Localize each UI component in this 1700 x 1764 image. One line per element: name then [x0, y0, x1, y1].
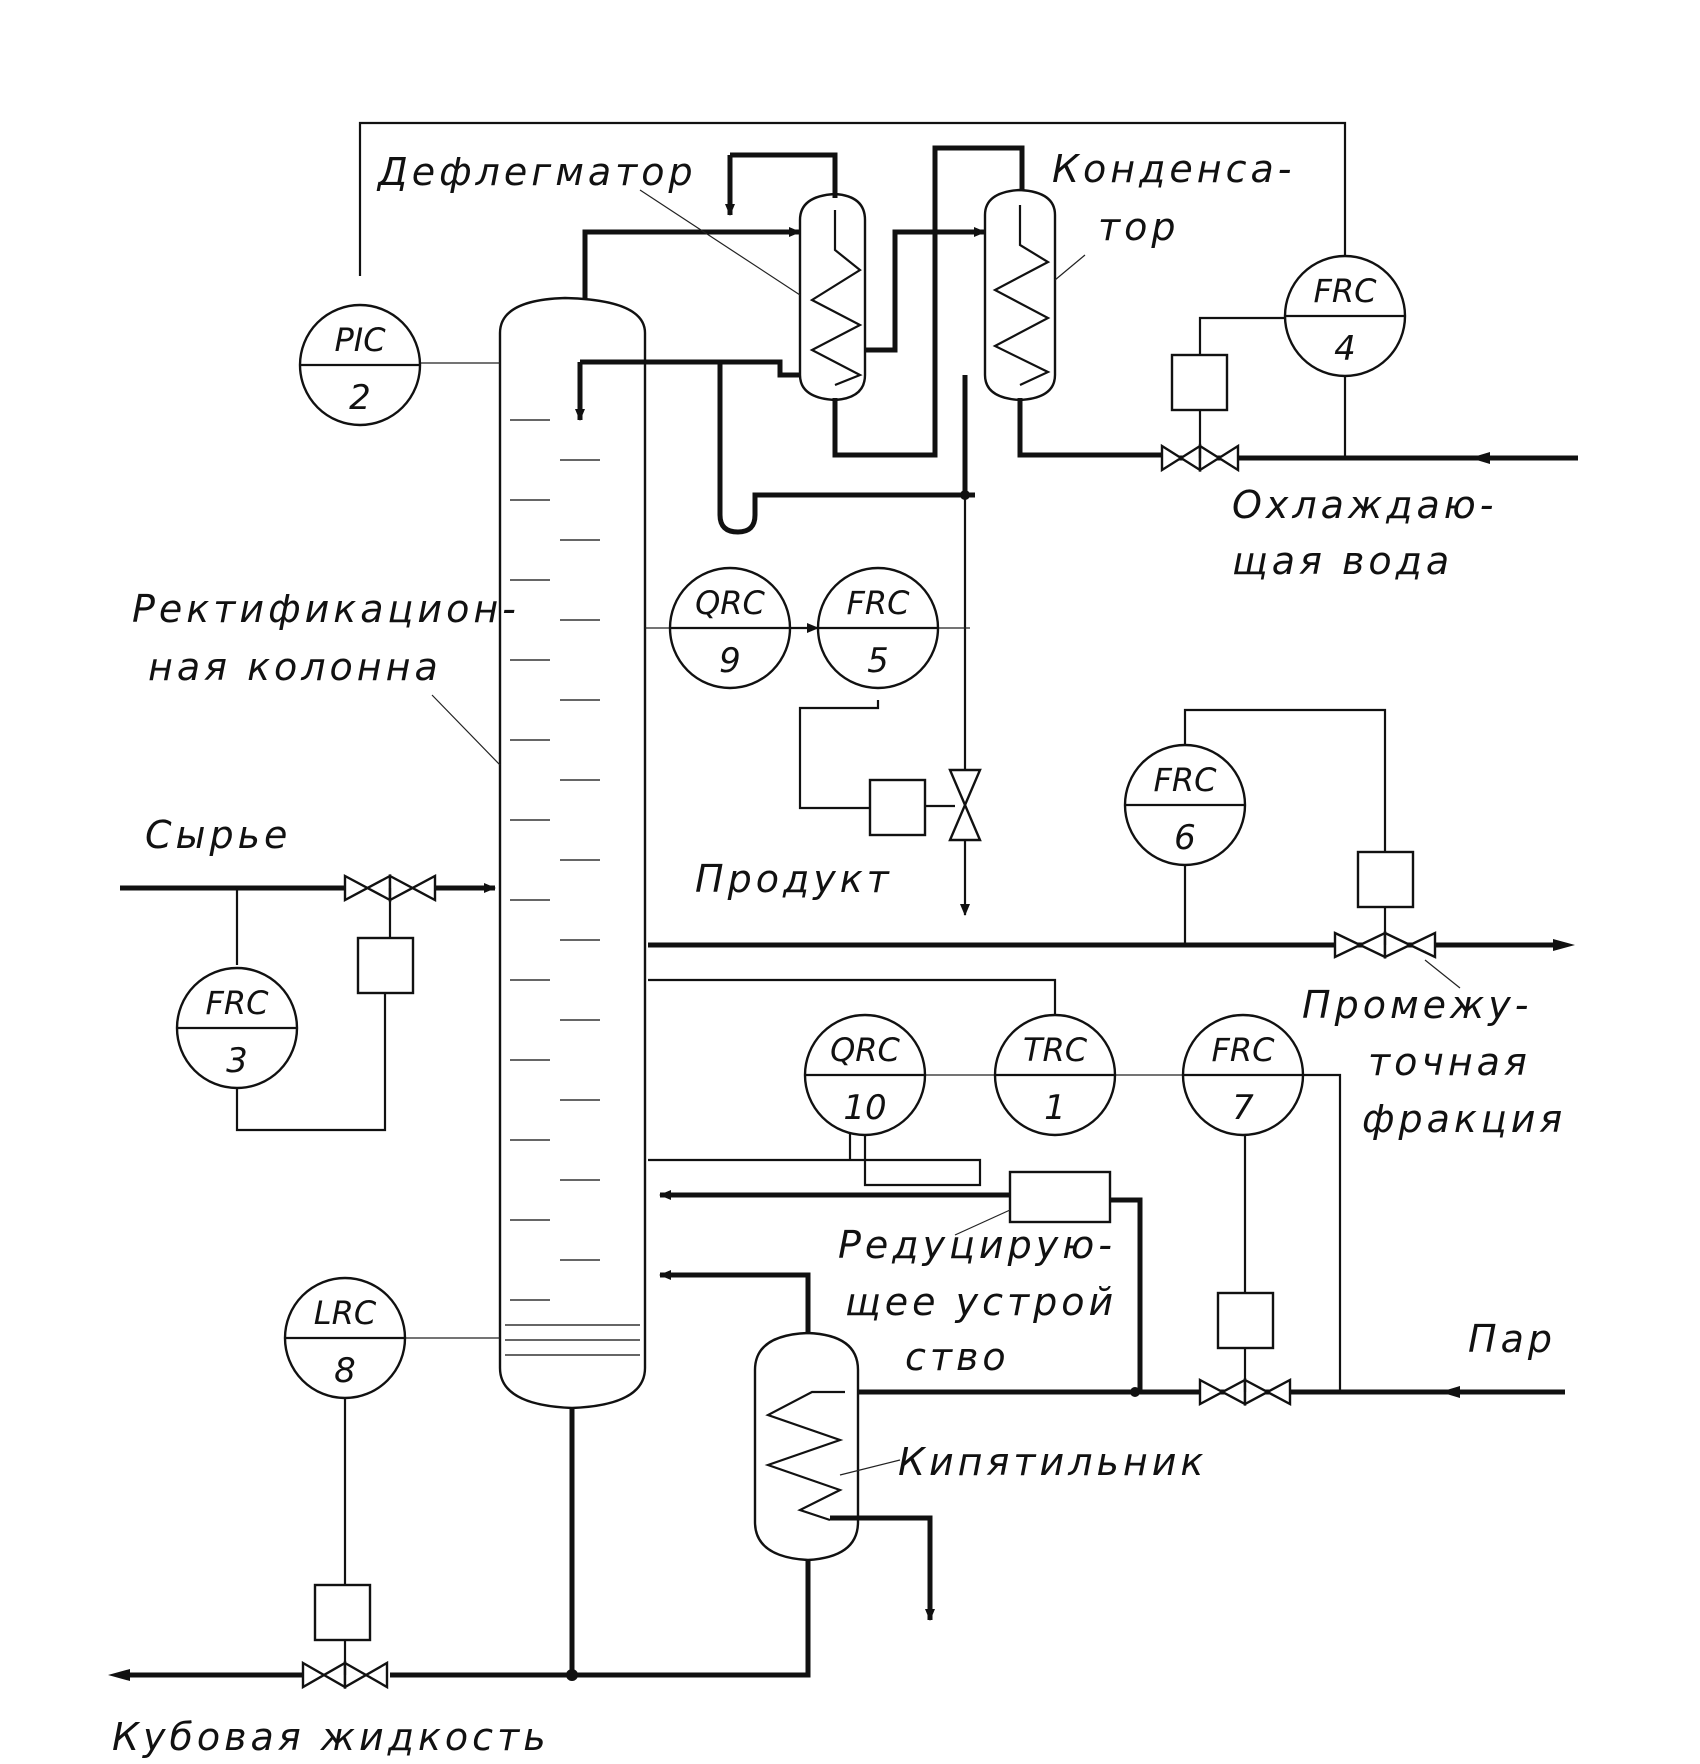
instrument-tag: FRC: [847, 584, 911, 622]
instrument-number: 10: [843, 1088, 886, 1128]
label-reboiler: Кипятильник: [898, 1440, 1207, 1484]
label-intermediate-2: точная: [1368, 1040, 1531, 1084]
instrument-tag: FRC: [1154, 761, 1218, 799]
label-reducer-2: щее устрой: [845, 1280, 1117, 1324]
label-steam: Пар: [1468, 1317, 1556, 1361]
feed-line: [120, 874, 496, 1132]
top-control-line: [358, 121, 1347, 276]
instrument-qrc-9: QRC 9: [668, 566, 792, 690]
label-bottoms: Кубовая жидкость: [112, 1715, 550, 1759]
instrument-frc-5: FRC 5: [816, 566, 940, 690]
instrument-pic-2: PIC 2: [298, 303, 422, 427]
steam-line: [845, 1130, 1565, 1406]
label-reducer-3: ство: [905, 1335, 1010, 1379]
instrument-number: 6: [1174, 818, 1196, 858]
reflux-line: [575, 359, 975, 535]
label-reducer-1: Редуцирую-: [838, 1223, 1116, 1267]
deflegmator: [725, 145, 1025, 458]
trc-signal-line: [648, 978, 1342, 1390]
product-valve: [798, 700, 982, 842]
instrument-tag: FRC: [206, 984, 270, 1022]
label-cooling-water-2: щая вода: [1232, 539, 1453, 583]
text-labels: Дефлегматор Конденса- тор Ректификацион-…: [112, 147, 1566, 1759]
instrument-trc-1: TRC 1: [993, 1013, 1117, 1137]
instrument-frc-4: FRC 4: [1283, 254, 1407, 378]
instrument-tag: QRC: [830, 1031, 900, 1069]
instrument-tag: TRC: [1023, 1031, 1088, 1069]
label-intermediate-1: Промежу-: [1302, 983, 1532, 1027]
instrument-tag: FRC: [1212, 1031, 1276, 1069]
label-column-1: Ректификацион-: [132, 587, 520, 631]
instrument-number: 9: [719, 641, 741, 681]
instrument-tag: FRC: [1314, 272, 1378, 310]
label-product: Продукт: [695, 857, 893, 901]
instrument-number: 3: [226, 1041, 248, 1081]
label-deflegmator: Дефлегматор: [376, 150, 697, 194]
label-condenser-1: Конденса-: [1052, 147, 1295, 191]
label-cooling-water-1: Охлаждаю-: [1232, 483, 1497, 527]
reboiler: [572, 1331, 935, 1678]
condenser: [962, 188, 1170, 495]
instrument-frc-3: FRC 3: [175, 966, 299, 1090]
intermediate-fraction-line: [648, 708, 1575, 989]
column-liquid-level: [505, 1324, 640, 1356]
instrument-tag: LRC: [314, 1294, 377, 1332]
instrument-number: 8: [334, 1351, 356, 1391]
instrument-number: 5: [867, 641, 889, 681]
instrument-qrc-10: QRC 10: [803, 1013, 927, 1137]
product-line: [960, 490, 970, 916]
label-condenser-2: тор: [1098, 205, 1180, 249]
rectification-column: [498, 296, 647, 1410]
cooling-water-valve: [1160, 316, 1347, 473]
column-trays: [510, 419, 600, 1301]
instrument-number: 2: [349, 378, 371, 418]
label-column-2: ная колонна: [148, 645, 442, 689]
instrument-number: 4: [1334, 329, 1356, 369]
overhead-vapor-line: [582, 227, 801, 300]
label-leaders: [420, 189, 1086, 766]
instrument-number: 1: [1044, 1088, 1066, 1128]
instrument-tag: QRC: [695, 584, 765, 622]
instrument-frc-6: FRC 6: [1123, 743, 1247, 867]
instrument-frc-7: FRC 7: [1181, 1013, 1305, 1137]
reboiler-return-line: [659, 1270, 811, 1335]
instrument-number: 7: [1232, 1088, 1254, 1128]
bottoms-line: [108, 1337, 578, 1690]
instrument-tag: PIC: [334, 321, 386, 359]
label-intermediate-3: фракция: [1362, 1097, 1566, 1141]
instrument-lrc-8: LRC 8: [283, 1276, 407, 1400]
reducing-device: [659, 1170, 1143, 1390]
label-feed: Сырье: [145, 813, 291, 857]
